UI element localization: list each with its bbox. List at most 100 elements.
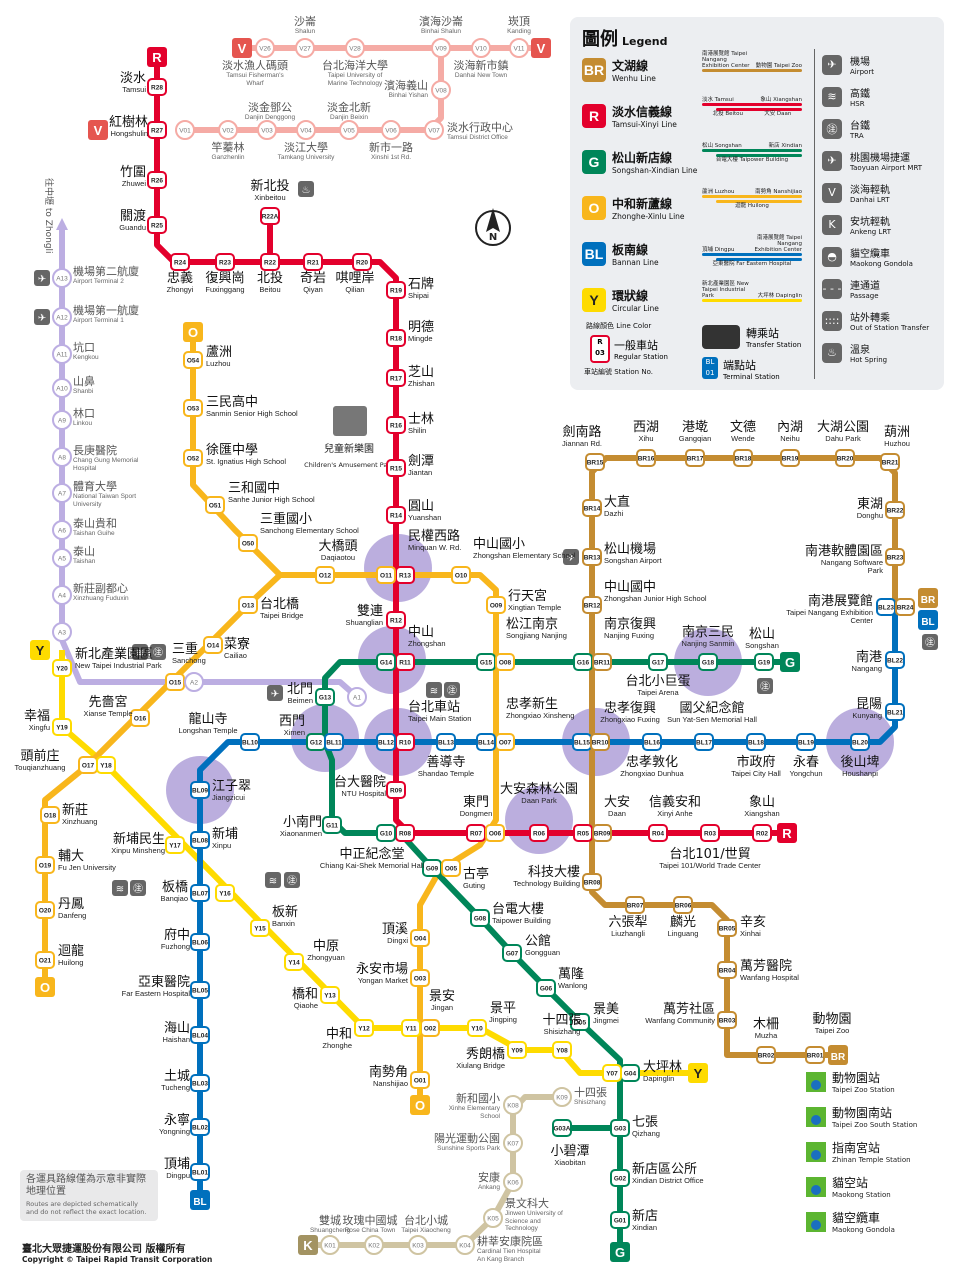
station-marker-r21[interactable]: R21 [303, 253, 323, 271]
station-marker-br21[interactable]: BR21 [880, 453, 900, 471]
station-marker-a8[interactable]: A8 [52, 447, 72, 467]
station-marker-o05[interactable]: O05 [441, 859, 461, 877]
station-marker-v27[interactable]: V27 [295, 38, 315, 58]
station-marker-br01[interactable]: BR01 [805, 1046, 825, 1064]
terminal-badge-r[interactable]: R [147, 47, 167, 67]
station-marker-v08[interactable]: V08 [431, 80, 451, 100]
station-marker-v03[interactable]: V03 [257, 120, 277, 140]
station-marker-r25[interactable]: R25 [147, 216, 167, 234]
terminal-badge-k[interactable]: K [298, 1235, 318, 1255]
station-marker-o14[interactable]: O14 [203, 636, 223, 654]
station-marker-g10[interactable]: G10 [376, 824, 396, 842]
station-marker-g03a[interactable]: G03A [552, 1119, 572, 1137]
station-marker-r15[interactable]: R15 [386, 459, 406, 477]
station-marker-k04[interactable]: K04 [455, 1235, 475, 1255]
terminal-badge-g[interactable]: G [780, 652, 800, 672]
station-marker-br14[interactable]: BR14 [582, 499, 602, 517]
station-marker-v09[interactable]: V09 [431, 38, 451, 58]
station-marker-k03[interactable]: K03 [408, 1235, 428, 1255]
station-marker-k07[interactable]: K07 [503, 1133, 523, 1153]
station-marker-y16[interactable]: Y16 [215, 884, 235, 902]
station-marker-y17[interactable]: Y17 [165, 836, 185, 854]
station-marker-g08[interactable]: G08 [470, 909, 490, 927]
station-marker-bl21[interactable]: BL21 [885, 703, 905, 721]
station-marker-bl10[interactable]: BL10 [240, 733, 260, 751]
station-marker-r23[interactable]: R23 [215, 253, 235, 271]
terminal-badge-o[interactable]: O [35, 977, 55, 997]
station-marker-o52[interactable]: O52 [183, 449, 203, 467]
station-marker-r22[interactable]: R22 [260, 253, 280, 271]
station-marker-r06[interactable]: R06 [529, 824, 549, 842]
station-marker-br13[interactable]: BR13 [582, 548, 602, 566]
station-marker-y08[interactable]: Y08 [552, 1041, 572, 1059]
terminal-badge-o[interactable]: O [183, 322, 203, 342]
station-marker-r20[interactable]: R20 [352, 253, 372, 271]
station-marker-br10[interactable]: BR10 [590, 733, 610, 751]
station-marker-v02[interactable]: V02 [218, 120, 238, 140]
station-marker-g05[interactable]: G05 [570, 1013, 590, 1031]
station-marker-r17[interactable]: R17 [386, 369, 406, 387]
station-marker-bl17[interactable]: BL17 [694, 733, 714, 751]
station-marker-br06[interactable]: BR06 [673, 896, 693, 914]
station-marker-a1[interactable]: A1 [347, 687, 367, 707]
station-marker-o21[interactable]: O21 [35, 951, 55, 969]
station-marker-br03[interactable]: BR03 [717, 1011, 737, 1029]
station-marker-v05[interactable]: V05 [339, 120, 359, 140]
station-marker-bl02[interactable]: BL02 [190, 1118, 210, 1136]
station-marker-y11[interactable]: Y11 [401, 1019, 421, 1037]
station-marker-r02[interactable]: R02 [752, 824, 772, 842]
terminal-badge-br[interactable]: BR [918, 588, 938, 608]
station-marker-br11[interactable]: BR11 [592, 653, 612, 671]
station-marker-br04[interactable]: BR04 [717, 961, 737, 979]
station-marker-r09[interactable]: R09 [386, 781, 406, 799]
station-marker-v26[interactable]: V26 [255, 38, 275, 58]
station-marker-g16[interactable]: G16 [573, 653, 593, 671]
station-marker-a4[interactable]: A4 [52, 585, 72, 605]
station-marker-g06[interactable]: G06 [536, 979, 556, 997]
